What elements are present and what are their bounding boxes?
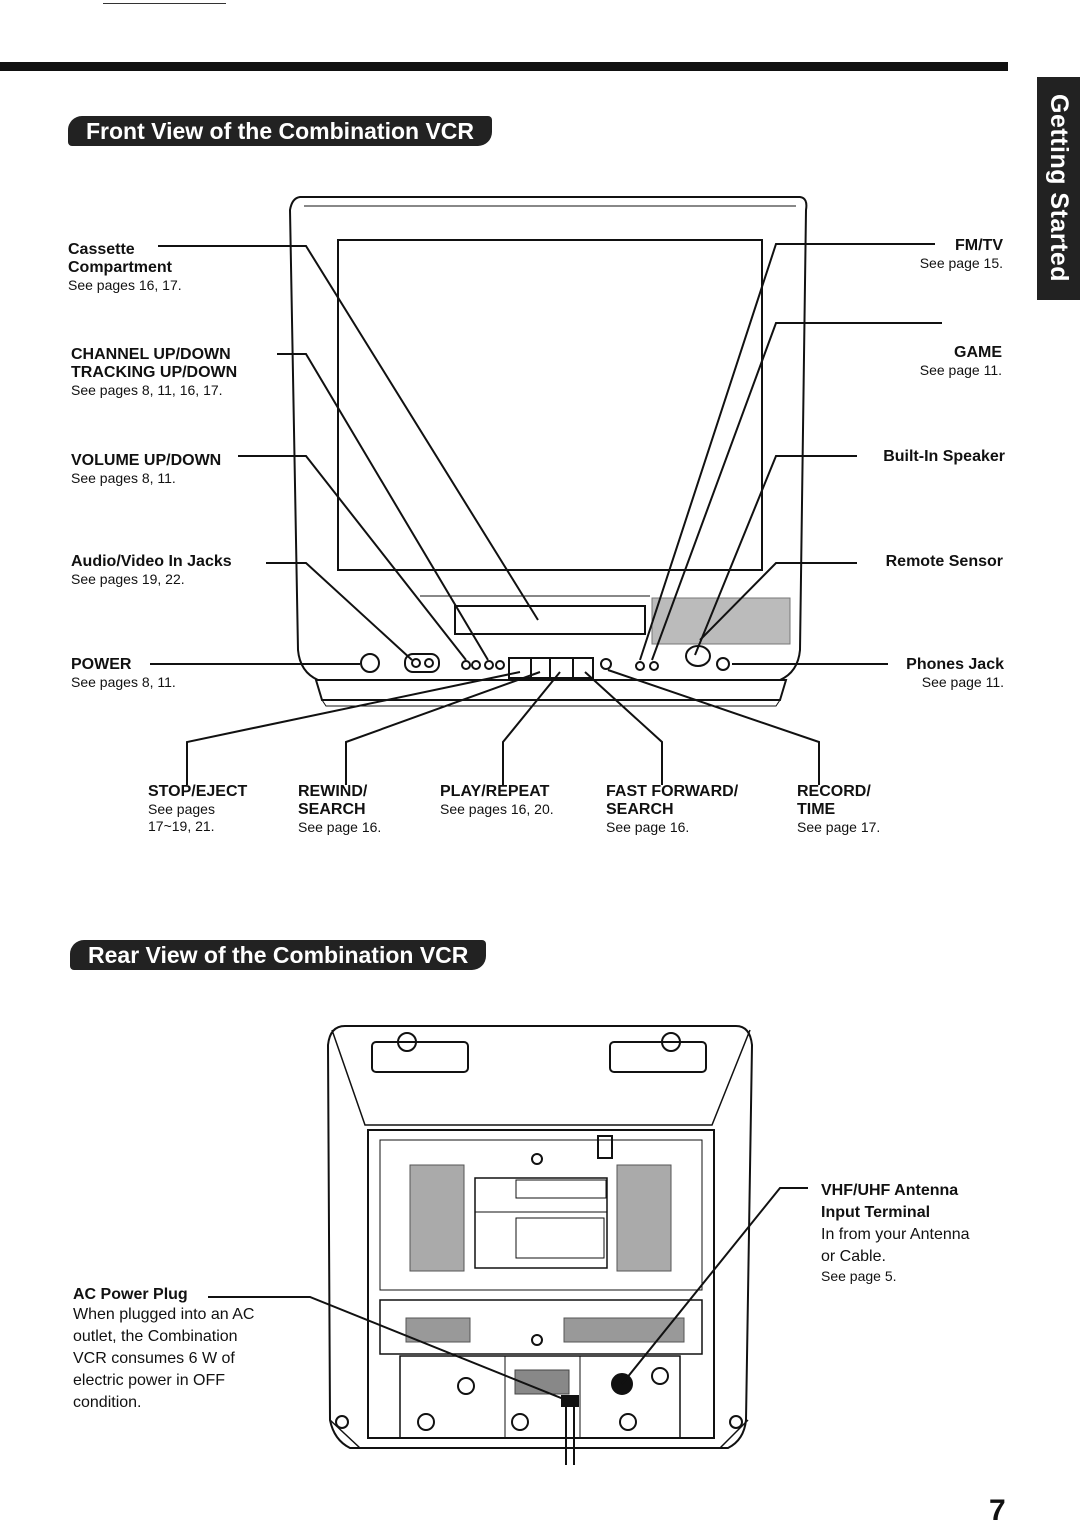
callout-label: FM/TV: [955, 237, 1003, 254]
callout-record-time: RECORD/ TIME See page 17.: [797, 783, 880, 836]
section-tab-label: Getting Started: [1045, 94, 1073, 283]
callout-game: GAME See page 11.: [920, 344, 1002, 379]
callout-antenna-terminal: VHF/UHF Antenna Input Terminal In from y…: [821, 1180, 970, 1285]
callout-fast-forward-search: FAST FORWARD/ SEARCH See page 16.: [606, 783, 738, 836]
cassette-slot: [454, 605, 646, 635]
callout-ref: See page 16.: [298, 819, 382, 835]
callout-rewind-search: REWIND/ SEARCH See page 16.: [298, 783, 381, 836]
callout-label: PLAY/REPEAT: [440, 783, 550, 800]
callout-label: RECORD/ TIME: [797, 783, 871, 818]
rear-view-title: Rear View of the Combination VCR: [70, 940, 487, 970]
callout-label: Phones Jack: [906, 656, 1004, 673]
callout-ref: See pages 17~19, 21.: [148, 801, 215, 834]
callout-label: VOLUME UP/DOWN: [71, 452, 222, 469]
callout-channel-tracking: CHANNEL UP/DOWN TRACKING UP/DOWN See pag…: [71, 346, 237, 399]
callout-remote-sensor: Remote Sensor: [886, 553, 1003, 571]
callout-label: REWIND/ SEARCH: [298, 783, 368, 818]
callout-label: POWER: [71, 656, 132, 673]
speaker-grille: [651, 597, 791, 645]
callout-ref: See page 11.: [921, 674, 1004, 690]
callout-label: CHANNEL UP/DOWN TRACKING UP/DOWN: [71, 346, 238, 381]
callout-fm-tv: FM/TV See page 15.: [920, 237, 1003, 272]
callout-description: When plugged into an AC outlet, the Comb…: [73, 1306, 255, 1411]
callout-stop-eject: STOP/EJECT See pages 17~19, 21.: [148, 783, 247, 835]
callout-ref: See pages 16, 20.: [440, 801, 554, 817]
tv-screen: [337, 239, 763, 571]
callout-ref: See pages 16, 17.: [68, 277, 182, 293]
callout-ref: See page 11.: [919, 362, 1002, 378]
callout-ref: See page 17.: [797, 819, 881, 835]
callout-label: STOP/EJECT: [148, 783, 248, 800]
header-rule: [0, 62, 1008, 71]
callout-ref: See pages 8, 11.: [71, 674, 176, 690]
callout-label: Cassette Compartment: [68, 241, 173, 276]
callout-volume: VOLUME UP/DOWN See pages 8, 11.: [71, 452, 221, 487]
callout-av-jacks: Audio/Video In Jacks See pages 19, 22.: [71, 553, 232, 588]
callout-play-repeat: PLAY/REPEAT See pages 16, 20.: [440, 783, 554, 818]
callout-label: Remote Sensor: [885, 553, 1003, 570]
callout-ref: See page 15.: [919, 255, 1003, 271]
callout-ref: See page 5.: [821, 1268, 897, 1284]
callout-cassette-compartment: Cassette Compartment See pages 16, 17.: [68, 241, 182, 294]
callout-ref: See page 16.: [606, 819, 690, 835]
callout-ac-power-plug: AC Power Plug When plugged into an AC ou…: [73, 1286, 254, 1414]
page-number: 7: [989, 1494, 1006, 1527]
front-view-title: Front View of the Combination VCR: [68, 116, 493, 146]
callout-label: GAME: [954, 344, 1002, 361]
callout-label: Built-In Speaker: [883, 448, 1005, 465]
callout-label: AC Power Plug: [73, 1286, 188, 1303]
callout-ref: See pages 19, 22.: [71, 571, 185, 587]
callout-description: In from your Antenna or Cable.: [821, 1226, 970, 1265]
callout-label: VHF/UHF Antenna Input Terminal: [821, 1182, 959, 1221]
callout-built-in-speaker: Built-In Speaker: [883, 448, 1005, 466]
callout-label: FAST FORWARD/ SEARCH: [606, 783, 739, 818]
callout-ref: See pages 8, 11.: [71, 470, 176, 486]
callout-phones-jack: Phones Jack See page 11.: [906, 656, 1004, 691]
callout-power: POWER See pages 8, 11.: [71, 656, 176, 691]
rear-cabinet: [326, 1025, 754, 1449]
callout-label: Audio/Video In Jacks: [71, 553, 232, 570]
section-tab: Getting Started: [1037, 77, 1080, 300]
callout-ref: See pages 8, 11, 16, 17.: [71, 382, 223, 398]
top-hairline: [103, 3, 226, 4]
